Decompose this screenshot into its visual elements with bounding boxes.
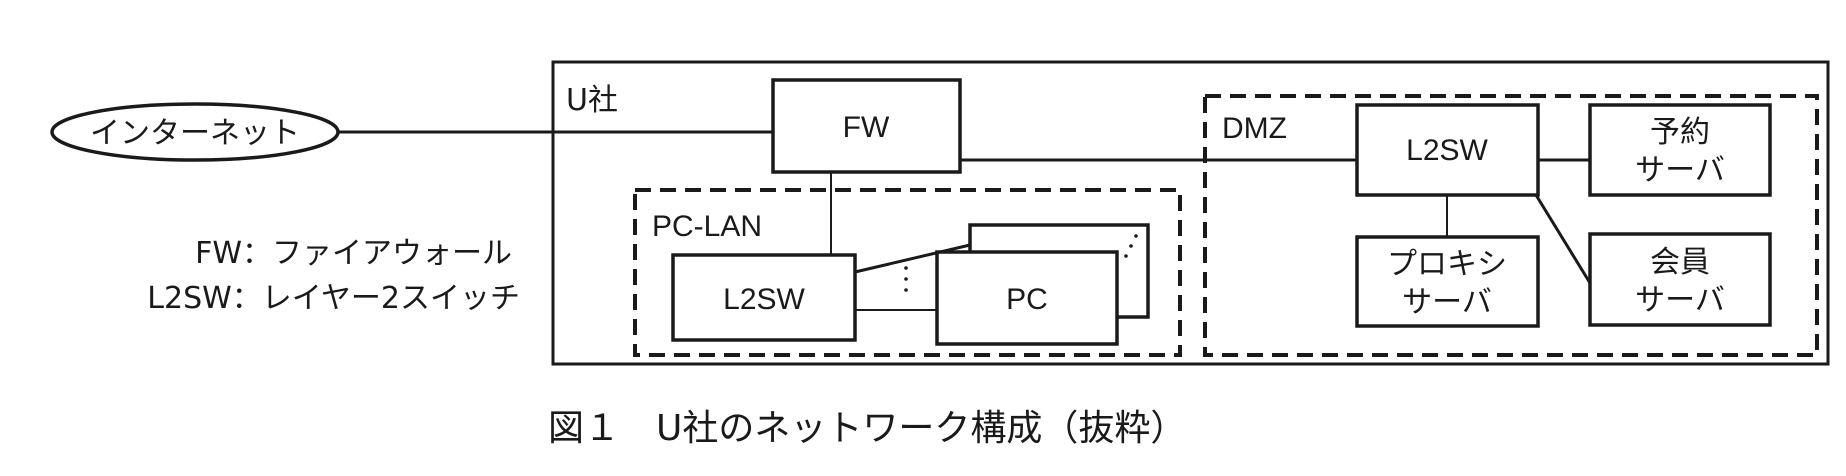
- fw-label: FW: [843, 111, 890, 144]
- reservation-server-box: [1588, 103, 1772, 197]
- member-server-box: [1588, 232, 1772, 327]
- member-server-label-1: 会員: [1650, 245, 1710, 280]
- dmz-label: DMZ: [1222, 112, 1287, 145]
- proxy-server-box: [1355, 235, 1540, 328]
- pc-lan-label: PC-LAN: [652, 210, 762, 243]
- internet-label: インターネット: [90, 116, 300, 151]
- pc-lan-l2sw-box: [671, 253, 857, 342]
- company-label: U社: [566, 83, 618, 118]
- reservation-server-label-1: 予約: [1650, 115, 1710, 150]
- l2sw-member-link: [1534, 194, 1592, 284]
- fw-box: [771, 78, 962, 174]
- l2sw-pc-link-1: [854, 243, 971, 274]
- dmz-l2sw-box: [1355, 103, 1540, 197]
- ellipsis-dots: [904, 234, 1138, 292]
- company-boundary: [551, 60, 1830, 366]
- member-server-label-2: サーバ: [1635, 283, 1725, 318]
- pc-label: PC: [1006, 283, 1048, 316]
- pc-lan-l2sw-label: L2SW: [723, 283, 805, 316]
- pc-lan-zone: [633, 188, 1182, 357]
- dmz-zone: [1203, 94, 1819, 357]
- legend-fw: FW：ファイアウォール: [195, 236, 512, 271]
- dmz-l2sw-label: L2SW: [1406, 134, 1488, 167]
- figure-caption: 図１ U社のネットワーク構成（抜粋）: [548, 408, 1186, 449]
- pc-box: [935, 250, 1119, 346]
- proxy-server-label-1: プロキシ: [1387, 247, 1507, 282]
- proxy-server-label-2: サーバ: [1402, 285, 1492, 320]
- reservation-server-label-2: サーバ: [1635, 153, 1725, 188]
- legend-l2sw: L2SW：レイヤー2スイッチ: [147, 281, 520, 316]
